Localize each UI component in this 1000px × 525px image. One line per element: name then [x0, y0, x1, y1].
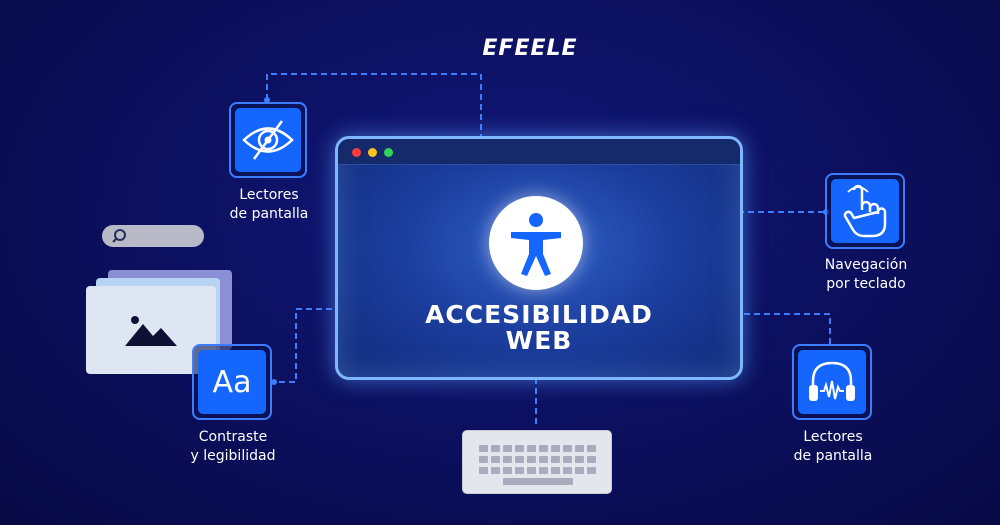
node-top-left-label-line2: de pantalla: [229, 206, 309, 222]
node-right-bottom-icon-box: [792, 344, 872, 420]
node-left-bottom-label: Contraste y legibilidad: [170, 428, 296, 466]
search-bar-illustration: [102, 225, 204, 247]
keyboard-keys: [479, 445, 596, 485]
brand-logo: EFEELE: [482, 36, 578, 61]
node-right-top-label-line1: Navegación: [824, 257, 908, 273]
minimize-window-dot: [368, 148, 377, 157]
node-top-left-icon-box: [229, 102, 307, 178]
node-left-bottom-icon-box: Aa: [192, 344, 272, 420]
aa-icon-text: Aa: [212, 364, 252, 400]
maximize-window-dot: [384, 148, 393, 157]
connector-left-bottom: [274, 308, 372, 383]
node-right-bottom-label-line2: de pantalla: [793, 448, 873, 464]
center-title-line1: ACCESIBILIDAD: [425, 300, 653, 329]
node-top-left-label: Lectores de pantalla: [210, 186, 328, 224]
keyboard-illustration: [462, 430, 612, 494]
text-contrast-icon: Aa: [198, 350, 266, 414]
node-top-left-label-line1: Lectores: [239, 187, 299, 203]
window-title-bar: [338, 139, 740, 165]
node-left-bottom-label-line2: y legibilidad: [190, 448, 276, 464]
search-icon: [112, 229, 126, 243]
center-title-line2: WEB: [505, 326, 573, 355]
node-right-top-label: Navegación por teclado: [800, 256, 932, 294]
node-right-bottom-label: Lectores de pantalla: [770, 428, 896, 466]
eye-slash-icon: [235, 108, 301, 172]
headphones-icon: [798, 350, 866, 414]
node-left-bottom-label-line1: Contraste: [198, 429, 268, 445]
connector-top-left: [266, 73, 482, 175]
node-right-top-icon-box: [825, 173, 905, 249]
close-window-dot: [352, 148, 361, 157]
node-right-bottom-label-line1: Lectores: [803, 429, 863, 445]
image-mountain-icon: [125, 316, 177, 346]
hand-pointer-icon: [831, 179, 899, 243]
connector-right-bottom: [684, 313, 831, 345]
node-right-top-label-line2: por teclado: [826, 276, 906, 292]
accessibility-person-icon: [489, 196, 583, 290]
